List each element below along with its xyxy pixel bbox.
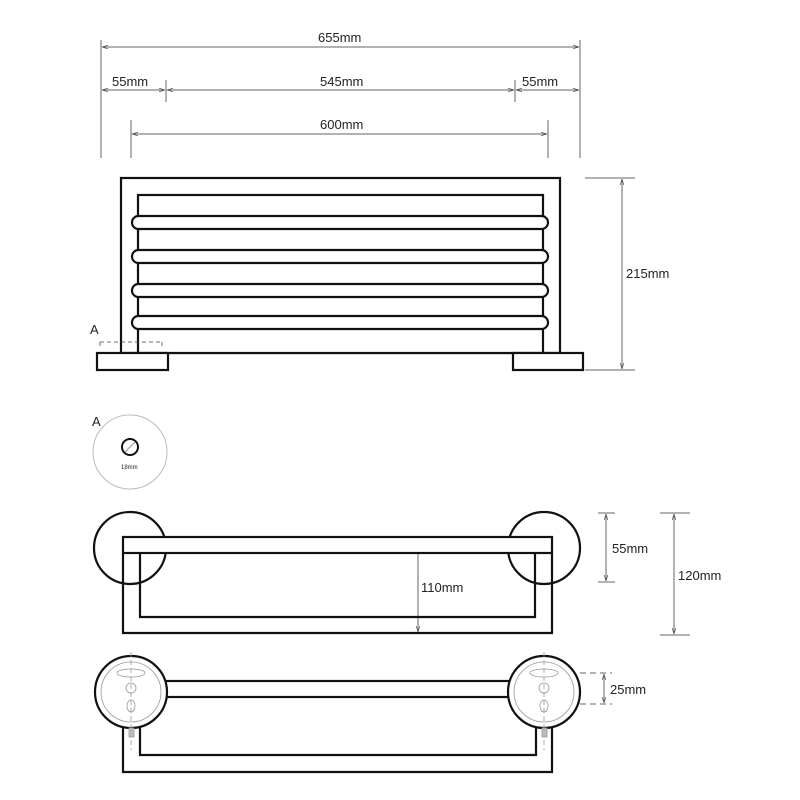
top-view xyxy=(92,510,582,635)
side-view xyxy=(93,654,582,774)
dim-center-span: 545mm xyxy=(320,74,364,89)
front-view xyxy=(95,176,585,372)
dim-overall-width: 655mm xyxy=(318,30,362,45)
dim-total-depth: 120mm xyxy=(678,568,722,583)
dim-left-offset: 55mm xyxy=(112,74,149,89)
mounting-holes xyxy=(100,652,575,750)
detail-circle xyxy=(92,414,168,490)
dim-bar-length: 600mm xyxy=(320,117,364,132)
detail-label: A xyxy=(92,414,101,429)
dim-depth-bar: 110mm xyxy=(421,580,464,595)
dim-height: 215mm xyxy=(626,266,670,281)
tube-diameter: 18mm xyxy=(121,465,138,471)
section-marker: A xyxy=(90,322,99,337)
tube-section-icon xyxy=(121,438,139,456)
dim-right-offset: 55mm xyxy=(522,74,559,89)
dimension-lines xyxy=(100,40,690,705)
dim-rosette-spacing: 25mm xyxy=(610,682,647,697)
dim-depth-rosette: 55mm xyxy=(612,541,649,556)
